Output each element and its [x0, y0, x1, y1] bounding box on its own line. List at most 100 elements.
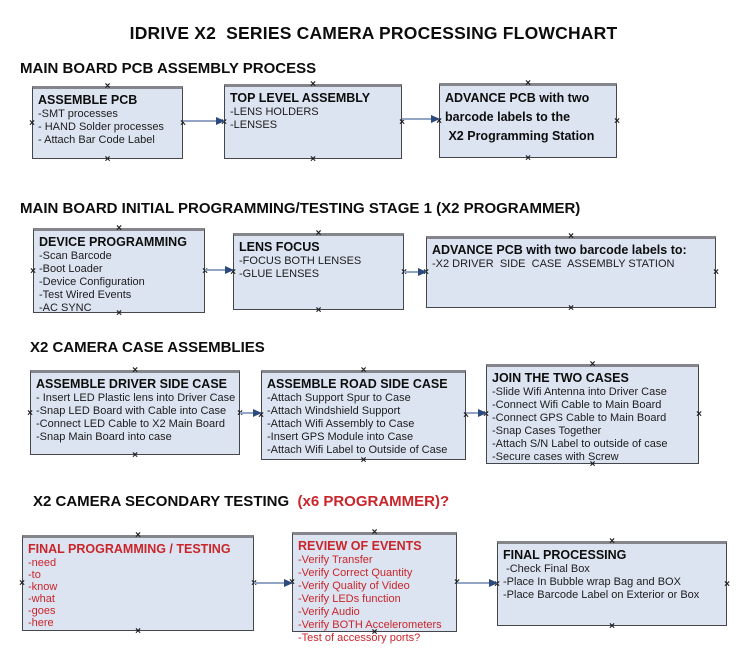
selection-handle-icon: ×: [568, 231, 574, 242]
box-title: DEVICE PROGRAMMING: [39, 235, 187, 249]
box-item: -Connect LED Cable to X2 Main Board: [36, 418, 225, 430]
selection-handle-icon: ×: [315, 305, 322, 316]
connector-top-level-to-advance-pcb[interactable]: [402, 114, 440, 123]
box-item: X2 Programming Station: [445, 129, 595, 143]
box-item: -know: [28, 581, 58, 593]
arrowhead-icon: [418, 267, 427, 276]
selection-handle-icon: ×: [132, 450, 138, 461]
selection-handle-icon: ×: [135, 530, 141, 541]
box-item: -Device Configuration: [39, 276, 145, 288]
flow-box-final-processing[interactable]: FINAL PROCESSING -Check Final Box-Place …: [494, 536, 730, 632]
arrowhead-icon: [431, 114, 440, 123]
box-item: -LENSES: [230, 119, 278, 131]
box-item: -SMT processes: [38, 108, 118, 120]
flow-box-assemble-road-side-case[interactable]: ASSEMBLE ROAD SIDE CASE -Attach Support …: [258, 365, 469, 466]
box-title: ASSEMBLE DRIVER SIDE CASE: [36, 377, 228, 391]
selection-handle-icon: ×: [609, 621, 615, 632]
flow-box-join-the-two-cases[interactable]: JOIN THE TWO CASES -Slide Wifi Antenna i…: [483, 359, 702, 470]
section-heading-secondary-testing: X2 CAMERA SECONDARY TESTING (x6 PROGRAMM…: [33, 493, 449, 510]
flow-box-advance-pcb-programming-station[interactable]: ADVANCE PCB with two barcode labels to t…: [436, 79, 620, 164]
box-item: -Attach Support Spur to Case: [267, 392, 411, 404]
selection-handle-icon: ×: [30, 265, 36, 277]
selection-handle-icon: ×: [132, 365, 138, 376]
box-item: -Check Final Box: [503, 563, 590, 575]
box-item: - HAND Solder processes: [38, 121, 164, 133]
box-item: barcode labels to the: [445, 110, 571, 124]
box-item: -Snap Main Board into case: [36, 431, 172, 443]
arrowhead-icon: [489, 578, 498, 587]
arrowhead-icon: [284, 578, 293, 587]
box-item: - Attach Bar Code Label: [38, 134, 155, 146]
box-item: -Test Wired Events: [39, 289, 132, 301]
box-title: ADVANCE PCB with two: [445, 91, 590, 105]
box-item: -Attach Windshield Support: [267, 405, 401, 417]
section-heading-x6-programmer-red: (x6 PROGRAMMER)?: [289, 493, 450, 510]
connector-review-to-final-processing[interactable]: [457, 578, 498, 587]
box-title: ASSEMBLE ROAD SIDE CASE: [267, 377, 448, 391]
box-item: -AC SYNC: [39, 302, 92, 314]
section-heading-case-assemblies: X2 CAMERA CASE ASSEMBLIES: [30, 339, 265, 356]
selection-handle-icon: ×: [116, 223, 122, 234]
connector-lens-focus-to-advance-pcb[interactable]: [404, 267, 427, 276]
selection-handle-icon: ×: [27, 407, 33, 419]
page-title: IDRIVE X2 SERIES CAMERA PROCESSING FLOWC…: [129, 23, 618, 43]
flow-box-assemble-driver-side-case[interactable]: ASSEMBLE DRIVER SIDE CASE - Insert LED P…: [27, 365, 243, 461]
selection-handle-icon: ×: [614, 115, 620, 127]
box-items: barcode labels to the X2 Programming Sta…: [445, 108, 611, 146]
section-heading-secondary-testing-black: X2 CAMERA SECONDARY TESTING: [33, 493, 290, 510]
box-item: -Slide Wifi Antenna into Driver Case: [492, 386, 667, 398]
box-item: -Verify Correct Quantity: [298, 567, 413, 579]
connector-final-programming-to-review[interactable]: [254, 578, 293, 587]
box-items: -FOCUS BOTH LENSES-GLUE LENSES: [239, 255, 398, 281]
box-item: -Verify Quality of Video: [298, 580, 410, 592]
flow-box-review-of-events[interactable]: REVIEW OF EVENTS -Verify Transfer-Verify…: [289, 527, 460, 645]
connector-device-programming-to-lens-focus[interactable]: [205, 265, 234, 274]
flow-box-advance-pcb-driver-side-station[interactable]: ADVANCE PCB with two barcode labels to: …: [423, 231, 719, 314]
selection-handle-icon: ×: [371, 527, 378, 538]
box-item: -need: [28, 557, 57, 569]
box-item: - Insert LED Plastic lens into Driver Ca…: [36, 392, 236, 404]
connector-road-case-to-join-cases[interactable]: [466, 408, 487, 417]
flow-box-lens-focus[interactable]: LENS FOCUS -FOCUS BOTH LENSES-GLUE LENSE…: [230, 229, 407, 316]
box-item: -Snap LED Board with Cable into Case: [36, 405, 227, 417]
box-title: ADVANCE PCB with two barcode labels to:: [432, 243, 687, 257]
box-items: -X2 DRIVER SIDE CASE ASSEMBLY STATION: [432, 258, 710, 271]
selection-handle-icon: ×: [589, 359, 596, 370]
box-item: -LENS HOLDERS: [230, 106, 319, 118]
box-item: -to: [28, 569, 41, 581]
flow-box-final-programming-testing[interactable]: FINAL PROGRAMMING / TESTING -need-to-kno…: [19, 530, 257, 637]
selection-handle-icon: ×: [360, 455, 367, 466]
box-item: -Verify Audio: [298, 606, 360, 618]
box-item: -Boot Loader: [39, 263, 103, 275]
box-item: -Connect Wifi Cable to Main Board: [492, 399, 662, 411]
selection-handle-icon: ×: [135, 626, 141, 637]
box-title: TOP LEVEL ASSEMBLY: [230, 91, 371, 105]
box-item: -Test of accessory ports?: [298, 632, 421, 644]
flow-box-top-level-assembly[interactable]: TOP LEVEL ASSEMBLY -LENS HOLDERS-LENSES …: [221, 80, 405, 165]
box-item: -goes: [28, 605, 56, 617]
selection-handle-icon: ×: [525, 153, 531, 164]
selection-handle-icon: ×: [104, 154, 111, 165]
flow-box-assemble-pcb[interactable]: ASSEMBLE PCB -SMT processes- HAND Solder…: [29, 81, 186, 165]
box-items: -Slide Wifi Antenna into Driver Case-Con…: [492, 386, 693, 464]
box-items: -Scan Barcode-Boot Loader-Device Configu…: [39, 250, 199, 315]
selection-handle-icon: ×: [609, 536, 615, 547]
flow-box-device-programming[interactable]: DEVICE PROGRAMMING -Scan Barcode-Boot Lo…: [30, 223, 208, 319]
box-item: -Attach S/N Label to outside of case: [492, 438, 668, 450]
box-item: -what: [28, 593, 55, 605]
selection-handle-icon: ×: [568, 303, 574, 314]
arrowhead-icon: [225, 265, 234, 274]
connector-driver-case-to-road-case[interactable]: [240, 408, 262, 417]
selection-handle-icon: ×: [104, 81, 111, 92]
selection-handle-icon: ×: [29, 117, 35, 129]
box-item: -Verify Transfer: [298, 554, 373, 566]
selection-handle-icon: ×: [19, 578, 25, 589]
section-heading-initial-programming: MAIN BOARD INITIAL PROGRAMMING/TESTING S…: [20, 200, 581, 217]
connector-assemble-pcb-to-top-level[interactable]: [183, 116, 225, 125]
box-item: -Secure cases with Screw: [492, 451, 619, 463]
box-item: -Snap Cases Together: [492, 425, 602, 437]
selection-handle-icon: ×: [724, 578, 730, 590]
selection-handle-icon: ×: [360, 365, 367, 376]
box-title: FINAL PROGRAMMING / TESTING: [28, 542, 231, 556]
box-items: - Insert LED Plastic lens into Driver Ca…: [36, 392, 236, 444]
